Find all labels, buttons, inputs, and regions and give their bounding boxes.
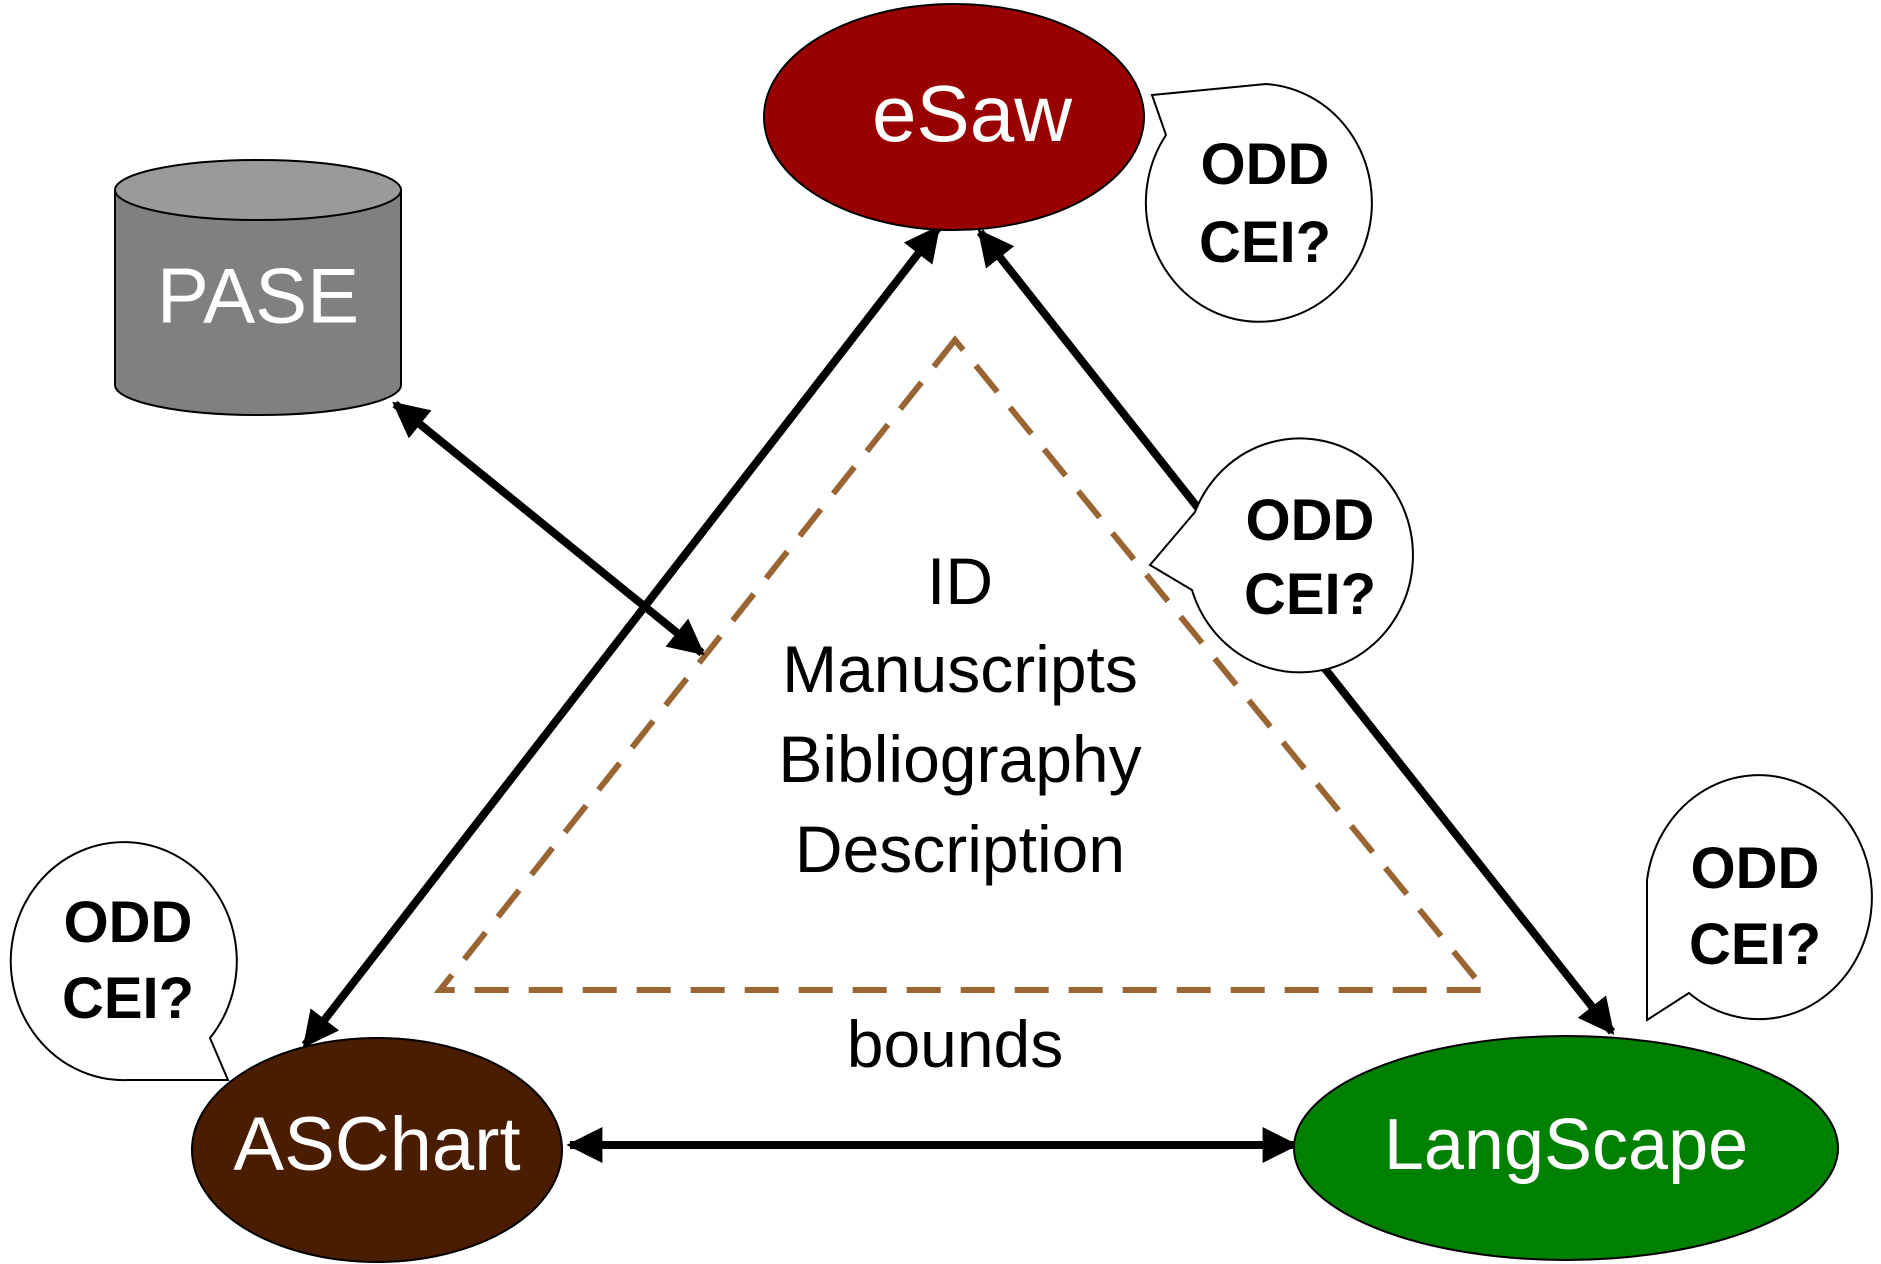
callout-langscape-line2: CEI? <box>1689 912 1821 977</box>
bounds-label: bounds <box>847 1007 1064 1081</box>
callout-mid-line1: ODD <box>1246 488 1375 553</box>
callout-esaw-line1: ODD <box>1201 132 1330 197</box>
callout-esaw-line2: CEI? <box>1199 210 1331 275</box>
callout-aschart-line1: ODD <box>64 890 193 955</box>
center-description: Description <box>795 812 1125 886</box>
center-bibliography: Bibliography <box>778 722 1141 796</box>
center-manuscripts: Manuscripts <box>782 632 1138 706</box>
callout-esaw: ODD CEI? <box>1144 82 1373 323</box>
langscape-label: LangScape <box>1384 1105 1748 1185</box>
center-id: ID <box>927 544 993 618</box>
callout-aschart: ODD CEI? <box>9 841 238 1082</box>
aschart-label: ASChart <box>233 1102 520 1187</box>
callout-esaw-langscape: ODD CEI? <box>1148 437 1414 674</box>
callout-langscape-line1: ODD <box>1691 836 1820 901</box>
callout-langscape: ODD CEI? <box>1646 774 1873 1022</box>
esaw-label: eSaw <box>872 69 1072 158</box>
aschart-node: ASChart <box>191 1037 563 1263</box>
langscape-node: LangScape <box>1293 1035 1839 1261</box>
pase-label: PASE <box>157 252 359 340</box>
esaw-node: eSaw <box>763 3 1145 231</box>
callout-mid-line2: CEI? <box>1244 562 1376 627</box>
callout-aschart-line2: CEI? <box>62 966 194 1031</box>
pase-database: PASE <box>114 159 402 416</box>
arrow-pase-center <box>392 400 705 657</box>
